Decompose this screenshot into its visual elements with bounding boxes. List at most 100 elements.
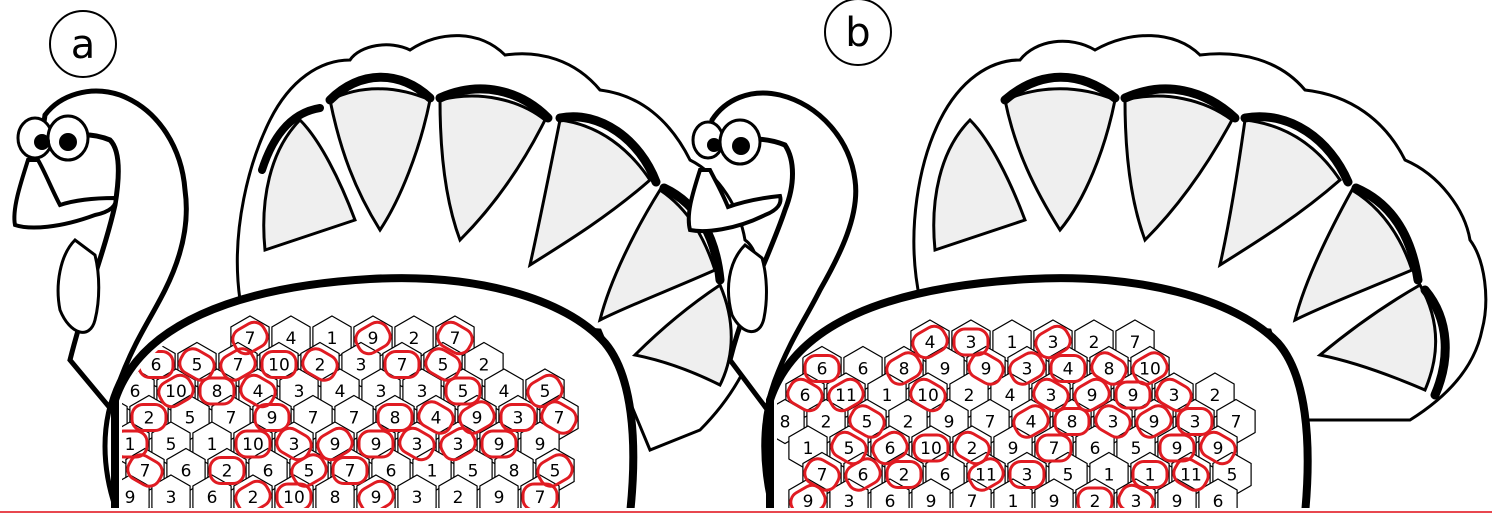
hex-cell-number: 2: [315, 356, 326, 376]
hex-cell-number: 5: [438, 356, 449, 376]
hex-cell-number: 8: [1104, 360, 1115, 380]
hex-cell-number: 9: [125, 488, 136, 508]
hex-cell-number: 9: [944, 413, 955, 433]
hex-cell-number: 10: [1139, 360, 1161, 380]
hex-cell-number: 7: [397, 356, 408, 376]
hex-cell-number: 2: [479, 356, 490, 376]
hex-cell-number: 9: [494, 435, 505, 455]
hex-cell-number: 10: [268, 356, 290, 376]
hex-cell-number: 6: [207, 488, 218, 508]
hex-cell-number: 3: [1190, 413, 1201, 433]
hex-cell-number: 5: [550, 462, 561, 482]
hex-cell-number: 4: [335, 382, 346, 402]
hex-cell-number: 2: [903, 413, 914, 433]
hex-cell-number: 10: [283, 488, 305, 508]
hex-cell-number: 1: [207, 435, 218, 455]
hex-cell-number: 3: [376, 382, 387, 402]
pupil-left: [34, 134, 50, 150]
hex-cell-number: 3: [356, 356, 367, 376]
hex-cell-number: 3: [453, 435, 464, 455]
hex-cell-number: 5: [304, 462, 315, 482]
hex-cell-number: 3: [1108, 413, 1119, 433]
hex-cell-number: 9: [1172, 439, 1183, 459]
hex-cell-number: 6: [130, 382, 141, 402]
hex-cell-number: 4: [431, 409, 442, 429]
hex-cell-number: 6: [858, 360, 869, 380]
hex-cell-number: 2: [964, 386, 975, 406]
hex-cell-number: 3: [513, 409, 524, 429]
hex-cell-number: 6: [386, 462, 397, 482]
hex-cell-number: 3: [289, 435, 300, 455]
hex-cell-number: 9: [494, 488, 505, 508]
hex-cell-number: 2: [899, 466, 910, 486]
hex-cell-number: 3: [966, 333, 977, 353]
hex-cell-number: 3: [412, 435, 423, 455]
hex-cell-number: 6: [263, 462, 274, 482]
hex-cell-number: 4: [253, 382, 264, 402]
hex-cell-number: 5: [862, 413, 873, 433]
hex-cell-number: 10: [917, 386, 939, 406]
hex-cell-number: 8: [330, 488, 341, 508]
hex-cell-number: 7: [1231, 413, 1242, 433]
hex-cell-number: 3: [1022, 360, 1033, 380]
hex-cell-number: 9: [1087, 386, 1098, 406]
hex-cell-number: 3: [294, 382, 305, 402]
hex-cell-number: 5: [844, 439, 855, 459]
hex-cell-number: 7: [233, 356, 244, 376]
hex-cell-number: 4: [286, 329, 297, 349]
hex-cell-number: 7: [1130, 333, 1141, 353]
hex-cell-number: 6: [800, 386, 811, 406]
hex-cell-number: 9: [1149, 413, 1160, 433]
hex-cell-number: 6: [151, 356, 162, 376]
hex-cell-number: 9: [368, 329, 379, 349]
hex-cell-number: 2: [409, 329, 420, 349]
panel-label-b: b: [825, 0, 891, 65]
hex-cell-number: 7: [450, 329, 461, 349]
hex-cell-number: 1: [327, 329, 338, 349]
hex-cell-number: 9: [940, 360, 951, 380]
hex-cell-number: 6: [181, 462, 192, 482]
hex-cell-number: 5: [1227, 466, 1238, 486]
hex-cell-number: 9: [371, 435, 382, 455]
panel-label-b-text: b: [845, 10, 870, 56]
hex-cell-number: 4: [925, 333, 936, 353]
hex-cell-number: 2: [144, 409, 155, 429]
hex-cell-number: 6: [885, 439, 896, 459]
hex-cell-number: 9: [1008, 439, 1019, 459]
hex-cell-number: 6: [1090, 439, 1101, 459]
hex-cell-number: 8: [509, 462, 520, 482]
hex-cell-number: 2: [1210, 386, 1221, 406]
hex-cell-number: 8: [1067, 413, 1078, 433]
hex-cell-number: 9: [1128, 386, 1139, 406]
hex-cell-number: 7: [817, 466, 828, 486]
hex-cell-number: 2: [967, 439, 978, 459]
hex-cell-number: 1: [1145, 466, 1156, 486]
hex-cell-number: 5: [166, 435, 177, 455]
pupil-left-b: [707, 138, 721, 152]
hex-cell-number: 5: [185, 409, 196, 429]
hex-cell-number: 8: [390, 409, 401, 429]
hex-cell-number: 9: [472, 409, 483, 429]
hex-cell-number: 2: [821, 413, 832, 433]
hex-cell-number: 7: [1049, 439, 1060, 459]
hex-cell-number: 7: [535, 488, 546, 508]
hex-cell-number: 3: [166, 488, 177, 508]
hex-cell-number: 1: [125, 435, 136, 455]
hex-cell-number: 5: [468, 462, 479, 482]
hex-cell-number: 3: [1169, 386, 1180, 406]
hex-cell-number: 4: [1026, 413, 1037, 433]
hex-cell-number: 3: [1048, 333, 1059, 353]
panel-label-a-text: a: [71, 22, 96, 68]
hex-cell-number: 7: [245, 329, 256, 349]
hex-cell-number: 6: [817, 360, 828, 380]
hex-cell-number: 3: [412, 488, 423, 508]
hex-cell-number: 5: [1063, 466, 1074, 486]
hex-cell-number: 6: [858, 466, 869, 486]
hex-cell-number: 7: [140, 462, 151, 482]
hex-cell-number: 5: [540, 382, 551, 402]
hex-cell-number: 9: [371, 488, 382, 508]
hex-cell-number: 8: [780, 413, 791, 433]
hex-cell-number: 1: [882, 386, 893, 406]
hex-cell-number: 4: [1063, 360, 1074, 380]
